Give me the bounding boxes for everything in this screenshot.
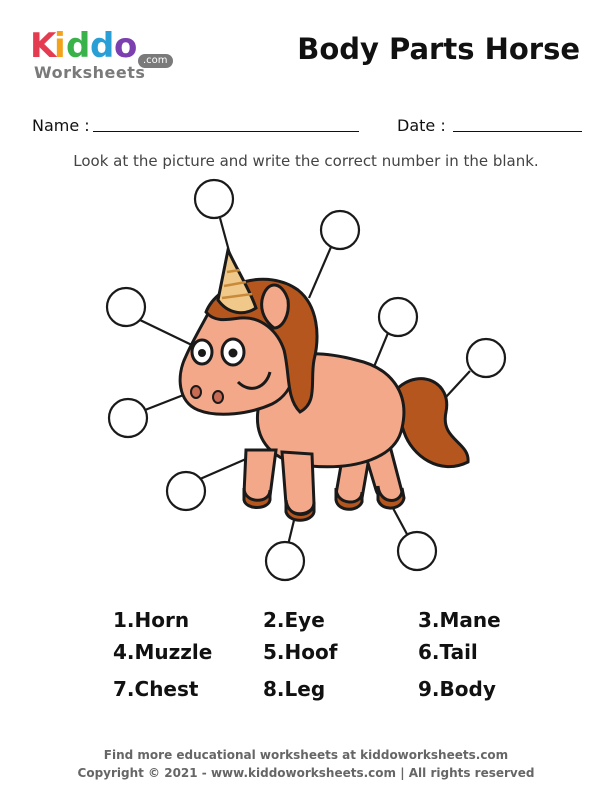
label-circle-chest[interactable] xyxy=(165,470,207,512)
label-circle-eye[interactable] xyxy=(105,286,147,328)
answer-item: 2.Eye xyxy=(263,608,325,632)
answer-item: 8.Leg xyxy=(263,677,326,701)
mouth xyxy=(236,371,272,390)
answer-item: 3.Mane xyxy=(418,608,501,632)
label-circle-hoof[interactable] xyxy=(264,540,306,582)
footer-copyright: Copyright © 2021 - www.kiddoworksheets.c… xyxy=(77,766,535,780)
logo-dotcom: .com xyxy=(138,54,173,68)
ear xyxy=(260,283,290,330)
kiddo-worksheets-logo: K i d d o .com Worksheets xyxy=(30,28,180,84)
hooves xyxy=(242,485,406,522)
horn-stripes xyxy=(221,268,253,300)
answer-item: 5.Hoof xyxy=(263,640,338,664)
answer-item: 9.Body xyxy=(418,677,496,701)
nostril-icon xyxy=(190,385,202,399)
answer-item: 7.Chest xyxy=(113,677,199,701)
logo-letter: o xyxy=(114,26,138,66)
label-circle-tail[interactable] xyxy=(465,337,507,379)
footer-promo: Find more educational worksheets at kidd… xyxy=(103,748,509,762)
nostril-icon xyxy=(212,390,224,404)
name-field[interactable] xyxy=(93,131,359,132)
date-field[interactable] xyxy=(453,131,582,132)
horse-diagram xyxy=(105,178,507,582)
date-label: Date : xyxy=(397,116,446,135)
tail xyxy=(394,377,470,469)
name-label: Name : xyxy=(32,116,90,135)
logo-subtitle: Worksheets xyxy=(34,63,146,82)
instructions-text: Look at the picture and write the correc… xyxy=(73,152,539,170)
answer-item: 1.Horn xyxy=(113,608,190,632)
logo-letter: d xyxy=(66,26,91,66)
label-circle-body[interactable] xyxy=(377,296,419,338)
logo-letter: i xyxy=(54,26,66,66)
label-circle-muzzle[interactable] xyxy=(107,397,149,439)
label-circles xyxy=(105,178,507,582)
label-circle-mane[interactable] xyxy=(319,209,361,251)
label-circle-leg[interactable] xyxy=(396,530,438,572)
label-circle-horn[interactable] xyxy=(193,178,235,220)
logo-letter: d xyxy=(90,26,115,66)
worksheet-title: Body Parts Horse xyxy=(297,32,580,66)
answer-item: 4.Muzzle xyxy=(113,640,213,664)
answer-item: 6.Tail xyxy=(418,640,478,664)
logo-letter: K xyxy=(30,26,57,66)
